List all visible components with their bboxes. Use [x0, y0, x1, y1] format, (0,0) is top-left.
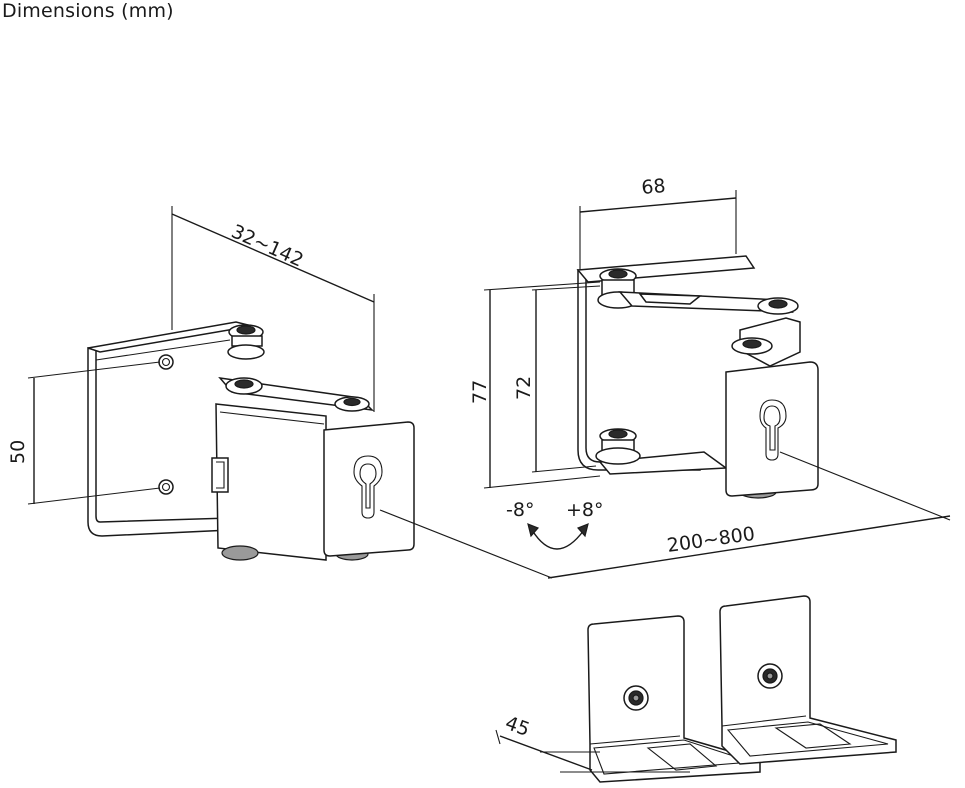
- foot-bracket-left: [587, 615, 761, 783]
- left-bracket-drawing: [87, 321, 415, 561]
- tilt-minus-label: -8°: [506, 499, 534, 521]
- foot-dimension-lines: [495, 729, 690, 773]
- tilt-plus-label: +8°: [566, 499, 604, 521]
- left-dimension-lines: [27, 206, 553, 579]
- right-dimension-lines: [483, 190, 951, 579]
- dim-span-range: 200~800: [666, 523, 757, 557]
- foot-bracket-right: [719, 595, 897, 765]
- dim-height-inner: 72: [513, 376, 535, 400]
- dim-height-left: 50: [7, 440, 29, 464]
- dim-height-outer: 77: [469, 380, 491, 404]
- tilt-arrow: [527, 523, 589, 550]
- page-title: Dimensions (mm): [2, 0, 174, 22]
- dim-depth-range: 32~142: [228, 220, 307, 271]
- right-bracket-drawing: [576, 255, 819, 499]
- dim-width-top: 68: [641, 175, 667, 199]
- dim-foot-depth: 45: [502, 712, 532, 741]
